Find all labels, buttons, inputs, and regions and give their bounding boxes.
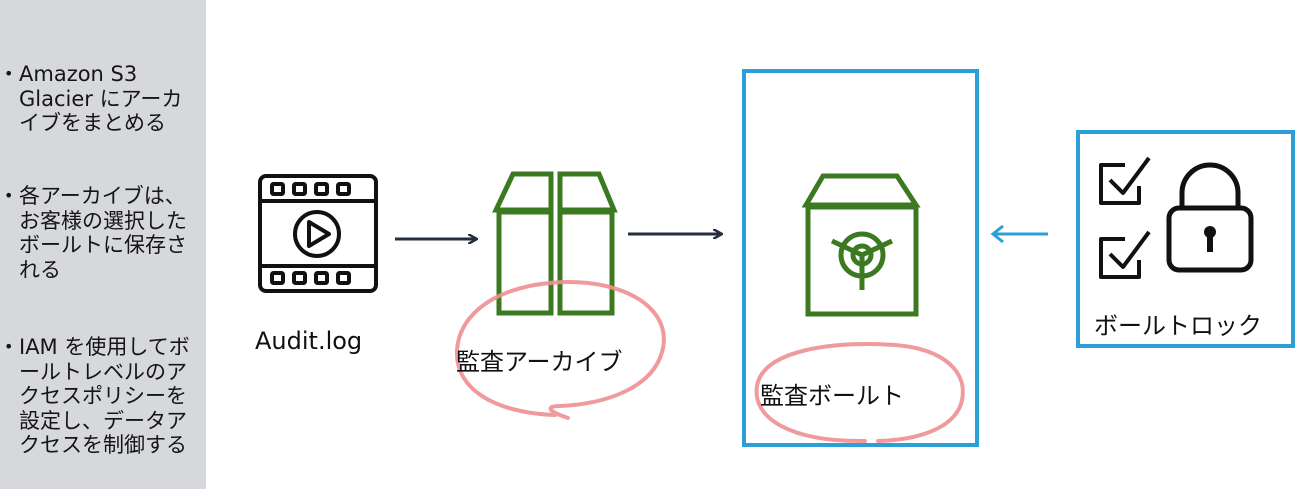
bullet-text: 各アーカイブは、お客様の選択したボールトに保存される xyxy=(19,184,187,282)
sidebar: • Amazon S3 Glacier にアーカイブをまとめる • 各アーカイブ… xyxy=(0,0,206,489)
audit-log-label: Audit.log xyxy=(255,327,363,355)
vault-label: 監査ボールト xyxy=(760,382,904,410)
archive-label: 監査アーカイブ xyxy=(456,348,623,376)
bullet-item: • 各アーカイブは、お客様の選択したボールトに保存される xyxy=(4,184,200,282)
bullet-dot: • xyxy=(4,64,14,83)
vault-frame xyxy=(742,69,979,447)
bullet-text: Amazon S3 Glacier にアーカイブをまとめる xyxy=(19,62,183,135)
vault-lock-label: ボールトロック xyxy=(1094,312,1262,340)
checkbox-icon xyxy=(1099,156,1151,205)
checkbox-icon xyxy=(1099,230,1151,279)
bullet-dot: • xyxy=(4,337,14,356)
left-arrow-icon xyxy=(990,224,1048,244)
padlock-icon xyxy=(1166,162,1254,273)
bullet-dot: • xyxy=(4,186,14,205)
vault-lock-frame xyxy=(1076,130,1295,348)
bullet-text: IAM を使用してボールトレベルのアクセスポリシーを設定し、データアクセスを制御… xyxy=(19,335,190,457)
archive-box-icon xyxy=(492,171,618,316)
film-video-icon xyxy=(258,174,378,293)
vault-icon xyxy=(801,173,921,317)
annotation-circle xyxy=(454,280,666,420)
bullet-item: • Amazon S3 Glacier にアーカイブをまとめる xyxy=(4,62,200,136)
bullet-item: • IAM を使用してボールトレベルのアクセスポリシーを設定し、データアクセスを… xyxy=(4,335,200,458)
annotation-circle xyxy=(754,342,965,444)
